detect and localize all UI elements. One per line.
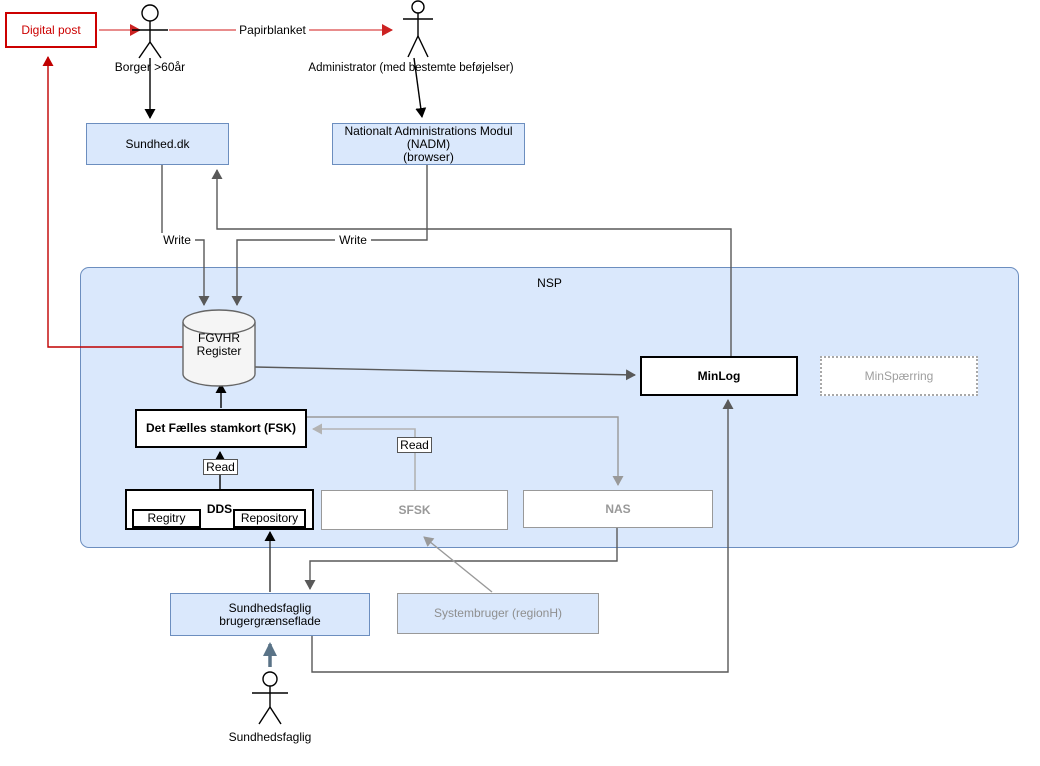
digital-post-label: Digital post <box>21 22 81 37</box>
node-dds-repository: Repository <box>233 509 306 528</box>
edge-label-papirblanket: Papirblanket <box>236 22 309 38</box>
node-digital-post: Digital post <box>5 12 97 48</box>
node-nas: NAS <box>523 490 713 528</box>
node-sundhedsfaglig-ui: Sundhedsfaglig brugergrænseflade <box>170 593 370 636</box>
ui-label-line2: brugergrænseflade <box>219 613 321 628</box>
edge-fgvhr-to-digitalpost <box>42 56 183 348</box>
nadm-label-line1: Nationalt Administrations Modul <box>344 123 513 138</box>
actor-sundhedsfaglig-label: Sundhedsfaglig <box>228 730 312 744</box>
edge-ui-to-minlog <box>311 399 734 673</box>
node-sfsk: SFSK <box>321 490 508 530</box>
sundhed-dk-label: Sundhed.dk <box>125 136 190 151</box>
node-minspaerring: MinSpærring <box>820 356 978 396</box>
fgvhr-label-line2: Register <box>196 344 242 358</box>
fgvhr-database-cylinder <box>182 309 256 387</box>
ui-label-line1: Sundhedsfaglig <box>228 600 312 615</box>
systembruger-label: Systembruger (regionH) <box>433 606 563 620</box>
sfsk-label: SFSK <box>398 502 431 517</box>
edge-systembruger-to-sfsk <box>423 536 493 593</box>
actor-administrator-figure <box>403 0 433 58</box>
edge-label-read-dds: Read <box>203 459 238 475</box>
edge-label-write-sundhed: Write <box>159 233 195 248</box>
node-dds-registry: Regitry <box>132 509 201 528</box>
edge-nas-to-ui <box>304 528 618 590</box>
actor-borger-label: Borger >60år <box>114 60 186 74</box>
edge-fsk-to-nas <box>307 416 624 486</box>
minlog-label: MinLog <box>697 368 741 383</box>
node-minlog: MinLog <box>640 356 798 396</box>
edge-label-write-nadm: Write <box>335 233 371 248</box>
edge-nadm-write-fgvhr <box>231 165 428 306</box>
minspaerring-label: MinSpærring <box>864 368 934 383</box>
edge-administrator-to-nadm <box>413 57 427 118</box>
node-nadm: Nationalt Administrations Modul (NADM) (… <box>332 123 525 165</box>
dds-repository-label: Repository <box>240 511 299 525</box>
nsp-container-label: NSP <box>537 276 562 290</box>
edge-fgvhr-to-minlog <box>254 366 636 381</box>
node-sundhed-dk: Sundhed.dk <box>86 123 229 165</box>
nas-label: NAS <box>605 501 631 516</box>
nadm-label-line2: (NADM) <box>406 136 451 151</box>
fsk-label: Det Fælles stamkort (FSK) <box>145 421 297 435</box>
dds-label: DDS <box>206 502 233 516</box>
dds-registry-label: Regitry <box>147 511 186 525</box>
edge-label-read-sfsk: Read <box>397 437 432 453</box>
actor-administrator-label: Administrator (med bestemte beføjelser) <box>308 62 514 74</box>
actor-borger-figure <box>132 4 168 59</box>
nadm-label-line3: (browser) <box>403 149 454 164</box>
node-fsk: Det Fælles stamkort (FSK) <box>135 409 307 448</box>
node-systembruger: Systembruger (regionH) <box>397 593 599 634</box>
edge-minlog-to-sundheddk <box>211 169 732 356</box>
edge-sfsk-read-fsk <box>312 423 416 490</box>
fgvhr-label-line1: FGVHR <box>198 331 240 345</box>
fgvhr-register-label: FGVHR Register <box>185 332 253 358</box>
actor-sundhedsfaglig-figure <box>252 671 288 725</box>
